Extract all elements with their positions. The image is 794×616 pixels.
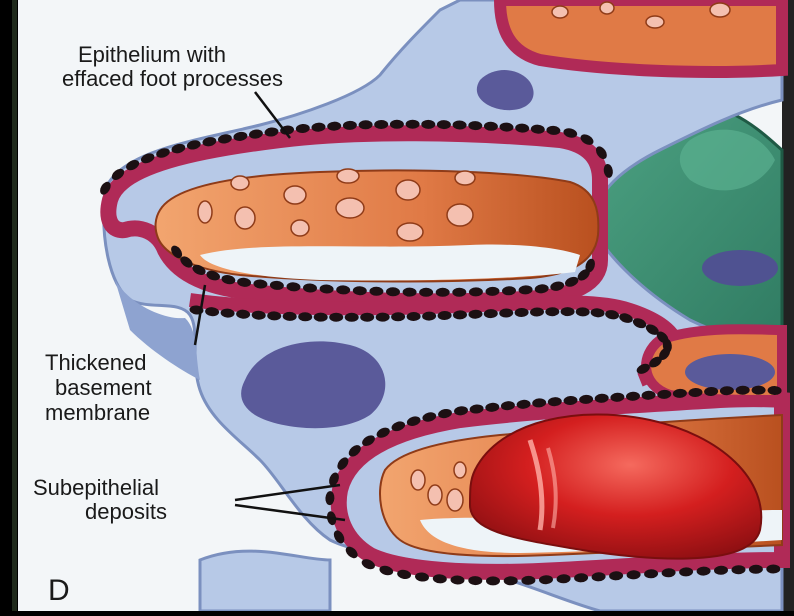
panel-letter: D <box>48 574 70 607</box>
label-thickened-line2: basement <box>55 375 152 400</box>
deposit <box>345 313 359 322</box>
label-thickened-line1: Thickened <box>45 350 147 375</box>
deposit <box>561 307 575 316</box>
label-thickened-line3: membrane <box>45 400 150 425</box>
deposit <box>486 576 500 585</box>
label-epithelium-line2: effaced foot processes <box>62 66 283 91</box>
mesangial-nucleus <box>702 250 778 286</box>
label-subepithelial-line1: Subepithelial <box>33 475 159 500</box>
label-epithelium-line1: Epithelium with <box>78 42 226 67</box>
left-edge-strip <box>12 0 17 611</box>
label-subepithelial-line2: deposits <box>85 499 167 524</box>
deposit <box>406 120 420 129</box>
deposit <box>436 288 450 297</box>
capillary-lumen-top-right <box>500 0 782 72</box>
epithelium-lower <box>200 551 330 611</box>
endothelial-nucleus-right <box>685 354 775 390</box>
